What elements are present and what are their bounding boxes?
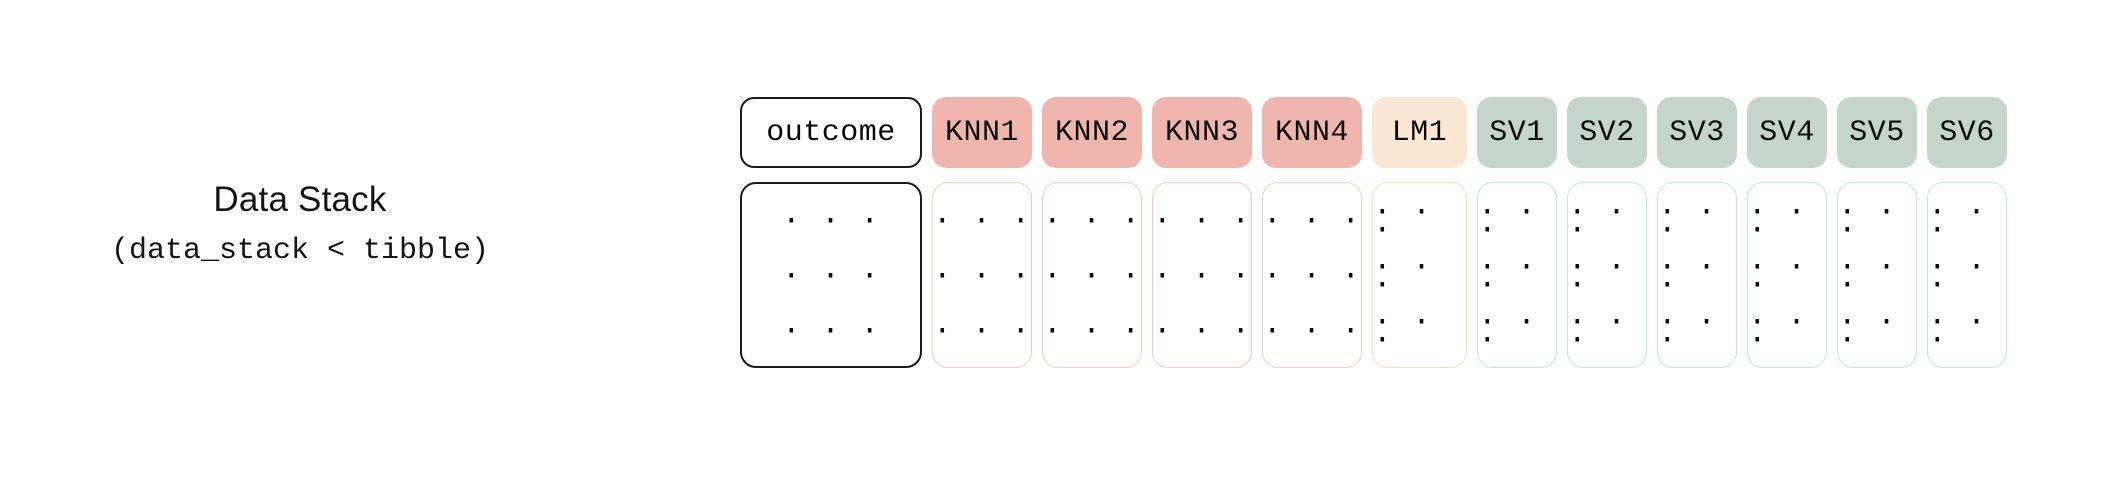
column-body-sv4: · · ·· · ·· · ·: [1747, 182, 1827, 368]
table-row: · · ·: [1748, 195, 1807, 248]
table-row: · · ·: [1373, 250, 1432, 303]
column-header-knn1[interactable]: KNN1: [932, 97, 1032, 168]
column-header-sv2[interactable]: SV2: [1567, 97, 1647, 168]
column-body-sv3: · · ·· · ·· · ·: [1657, 182, 1737, 368]
table-row: · · ·: [1928, 195, 1987, 248]
table-row: · · ·: [1043, 314, 1142, 349]
table-row: · · ·: [1568, 305, 1627, 358]
table-row: · · ·: [781, 204, 880, 239]
table-row: · · ·: [1748, 305, 1807, 358]
table-column-knn1: KNN1 · · · · · · · · ·: [932, 97, 1032, 368]
table-column-sv5: SV5· · ·· · ·· · ·: [1837, 97, 1917, 368]
column-body-knn4: · · · · · · · · ·: [1262, 182, 1362, 368]
table-row: · · ·: [933, 204, 1032, 239]
table-column-knn4: KNN4 · · · · · · · · ·: [1262, 97, 1362, 368]
table-row: · · ·: [1263, 204, 1362, 239]
table-column-sv3: SV3· · ·· · ·· · ·: [1657, 97, 1737, 368]
table-row: · · ·: [1043, 204, 1142, 239]
table-column-sv4: SV4· · ·· · ·· · ·: [1747, 97, 1827, 368]
table-column-outcome: outcome · · · · · · · · ·: [740, 97, 922, 368]
table-row: · · ·: [781, 259, 880, 294]
table-column-knn3: KNN3 · · · · · · · · ·: [1152, 97, 1252, 368]
column-body-sv5: · · ·· · ·· · ·: [1837, 182, 1917, 368]
data-stack-subtitle: (data_stack < tibble): [110, 234, 490, 268]
data-stack-caption: Data Stack (data_stack < tibble): [60, 178, 540, 272]
column-body-sv1: · · ·· · ·· · ·: [1477, 182, 1557, 368]
table-row: · · ·: [1748, 250, 1807, 303]
table-row: · · ·: [1658, 250, 1717, 303]
table-column-lm1: LM1· · ·· · ·· · ·: [1372, 97, 1467, 368]
table-row: · · ·: [1568, 250, 1627, 303]
table-column-knn2: KNN2 · · · · · · · · ·: [1042, 97, 1142, 368]
table-row: · · ·: [1838, 250, 1897, 303]
column-body-lm1: · · ·· · ·· · ·: [1372, 182, 1467, 368]
table-row: · · ·: [1658, 195, 1717, 248]
table-row: · · ·: [1043, 259, 1142, 294]
column-header-sv5[interactable]: SV5: [1837, 97, 1917, 168]
table-row: · · ·: [1928, 250, 1987, 303]
table-column-sv6: SV6· · ·· · ·· · ·: [1927, 97, 2007, 368]
table-row: · · ·: [1478, 305, 1537, 358]
table-row: · · ·: [933, 259, 1032, 294]
table-column-sv2: SV2· · ·· · ·· · ·: [1567, 97, 1647, 368]
table-row: · · ·: [1838, 195, 1897, 248]
column-body-sv2: · · ·· · ·· · ·: [1567, 182, 1647, 368]
column-header-sv3[interactable]: SV3: [1657, 97, 1737, 168]
table-row: · · ·: [1153, 259, 1252, 294]
table-row: · · ·: [1153, 314, 1252, 349]
table-row: · · ·: [1263, 259, 1362, 294]
column-body-knn2: · · · · · · · · ·: [1042, 182, 1142, 368]
data-stack-table: outcome· · ·· · ·· · ·KNN1· · ·· · ·· · …: [740, 97, 2007, 368]
column-header-sv6[interactable]: SV6: [1927, 97, 2007, 168]
column-header-knn3[interactable]: KNN3: [1152, 97, 1252, 168]
data-stack-title: Data Stack: [213, 180, 387, 219]
table-row: · · ·: [1568, 195, 1627, 248]
table-column-sv1: SV1· · ·· · ·· · ·: [1477, 97, 1557, 368]
table-row: · · ·: [933, 314, 1032, 349]
table-row: · · ·: [781, 314, 880, 349]
column-header-sv1[interactable]: SV1: [1477, 97, 1557, 168]
table-row: · · ·: [1153, 204, 1252, 239]
column-header-sv4[interactable]: SV4: [1747, 97, 1827, 168]
table-row: · · ·: [1928, 305, 1987, 358]
table-row: · · ·: [1263, 314, 1362, 349]
column-body-outcome: · · · · · · · · ·: [740, 182, 922, 368]
column-body-knn3: · · · · · · · · ·: [1152, 182, 1252, 368]
column-header-outcome[interactable]: outcome: [740, 97, 922, 168]
table-row: · · ·: [1373, 305, 1432, 358]
column-header-knn2[interactable]: KNN2: [1042, 97, 1142, 168]
column-body-knn1: · · · · · · · · ·: [932, 182, 1032, 368]
table-row: · · ·: [1478, 250, 1537, 303]
table-row: · · ·: [1373, 195, 1432, 248]
table-row: · · ·: [1478, 195, 1537, 248]
table-row: · · ·: [1658, 305, 1717, 358]
column-header-knn4[interactable]: KNN4: [1262, 97, 1362, 168]
table-row: · · ·: [1838, 305, 1897, 358]
column-body-sv6: · · ·· · ·· · ·: [1927, 182, 2007, 368]
column-header-lm1[interactable]: LM1: [1372, 97, 1467, 168]
